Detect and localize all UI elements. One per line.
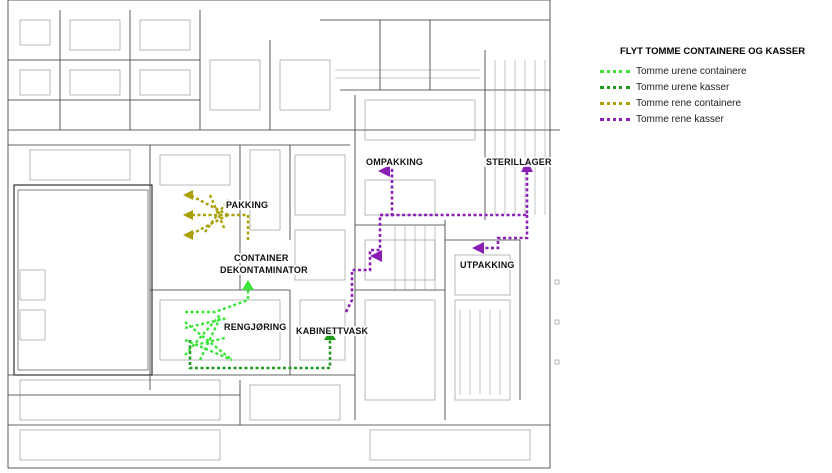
legend-swatch bbox=[600, 69, 630, 73]
room-label-pakking: PAKKING bbox=[224, 200, 271, 210]
legend-label: Tomme rene containere bbox=[636, 97, 742, 109]
legend-label: Tomme rene kasser bbox=[636, 113, 724, 125]
room-label-sterillager: STERILLAGER bbox=[484, 157, 554, 167]
legend-label: Tomme urene containere bbox=[636, 65, 747, 77]
room-label-rengjoring: RENGJØRING bbox=[222, 322, 289, 332]
path-rene-containere bbox=[183, 190, 250, 240]
room-label-ompakking: OMPAKKING bbox=[364, 157, 426, 167]
room-label-utpakking: UTPAKKING bbox=[458, 260, 517, 270]
storage-shelves bbox=[335, 60, 546, 395]
legend-item-urene-kasser: Tomme urene kasser bbox=[600, 79, 825, 95]
arrow-urene-containere bbox=[242, 280, 254, 290]
legend-item-urene-containere: Tomme urene containere bbox=[600, 63, 825, 79]
legend-title: FLYT TOMME CONTAINERE OG KASSER bbox=[620, 46, 806, 57]
legend-label: Tomme urene kasser bbox=[636, 81, 730, 93]
room-label-container: CONTAINER bbox=[232, 253, 291, 263]
path-rene-kasser bbox=[344, 160, 533, 313]
legend-swatch bbox=[600, 117, 630, 121]
legend-item-rene-kasser: Tomme rene kasser bbox=[600, 111, 825, 127]
room-label-dekontaminator: DEKONTAMINATOR bbox=[218, 265, 310, 275]
path-urene-containere bbox=[184, 288, 250, 362]
legend: FLYT TOMME CONTAINERE OG KASSER Tomme ur… bbox=[600, 46, 825, 127]
room-label-kabinettvask: KABINETTVASK bbox=[294, 326, 371, 336]
legend-swatch bbox=[600, 101, 630, 105]
legend-swatch bbox=[600, 85, 630, 89]
legend-item-rene-containere: Tomme rene containere bbox=[600, 95, 825, 111]
equipment-details bbox=[19, 19, 560, 461]
